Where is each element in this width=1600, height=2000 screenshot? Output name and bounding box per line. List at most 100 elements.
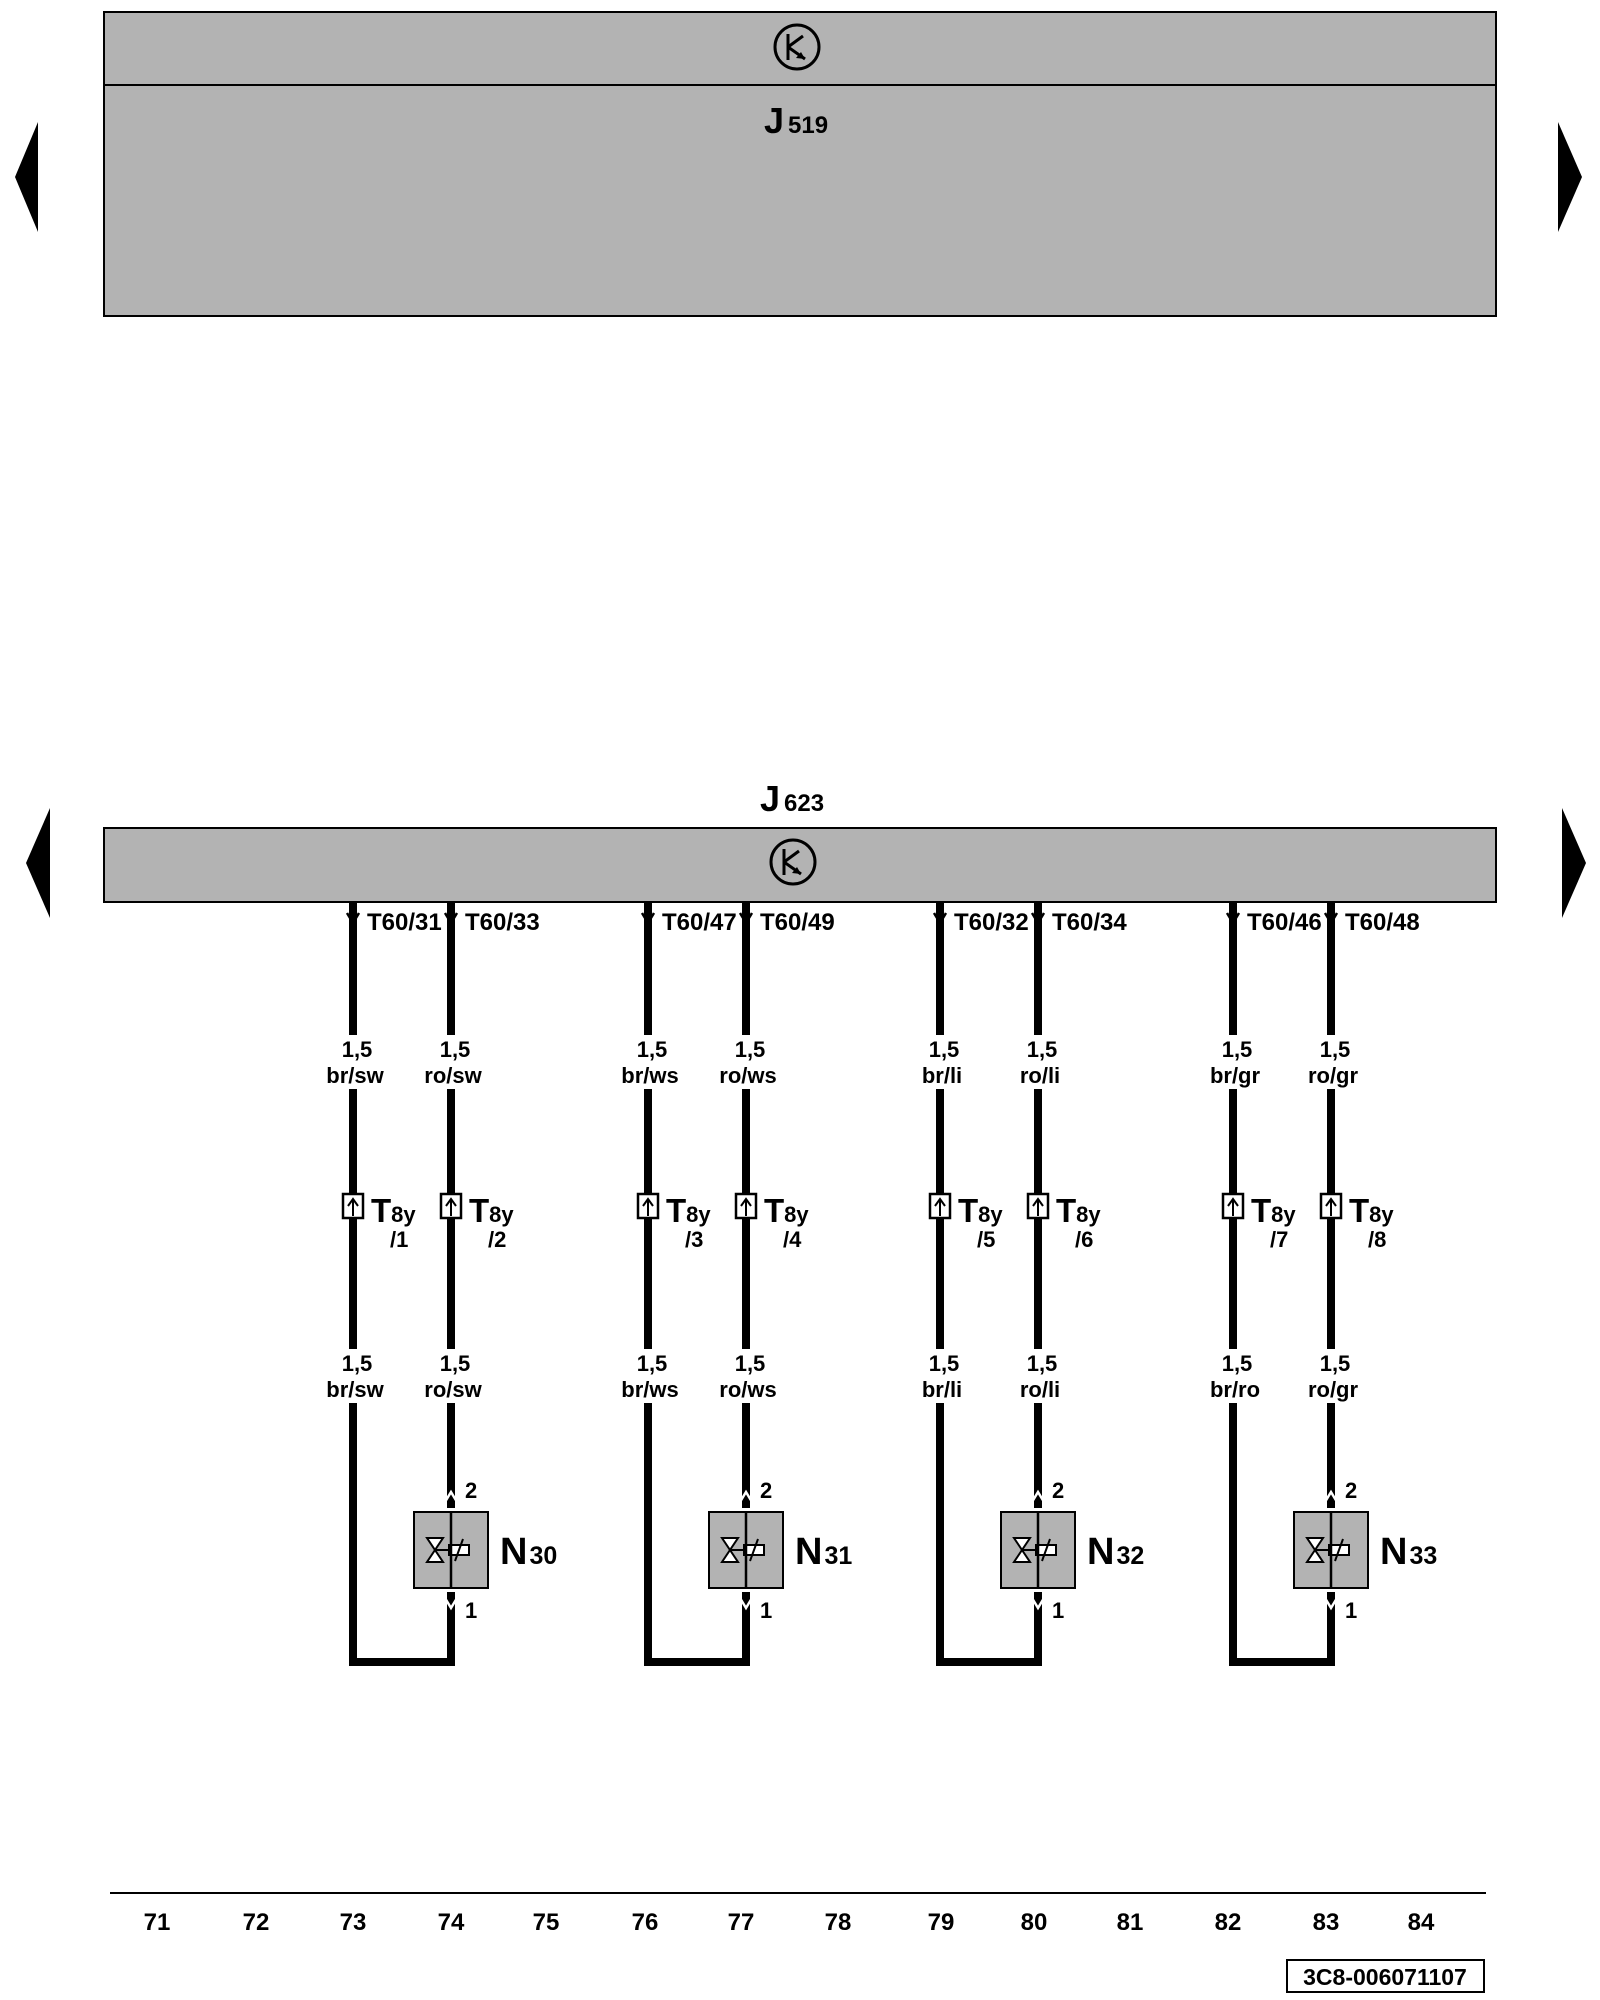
component-label: N31	[795, 1531, 852, 1573]
wire-color-label: br/ws	[621, 1063, 678, 1088]
terminal-label: 1	[1345, 1598, 1357, 1623]
wire-size-label: 1,5	[440, 1351, 471, 1376]
valve-icon	[1305, 1512, 1350, 1588]
terminal-arrow-icon	[738, 1597, 754, 1611]
pin-arrow-icon	[345, 912, 361, 926]
pin-arrow-icon	[640, 912, 656, 926]
column-number: 72	[243, 1909, 270, 1936]
column-number: 84	[1408, 1909, 1435, 1936]
column-number: 76	[632, 1909, 659, 1936]
connector-pin-label: /1	[390, 1227, 408, 1252]
wire-color-label: ro/gr	[1308, 1377, 1359, 1402]
connector-label: T8y	[1251, 1192, 1296, 1229]
terminal-arrow-icon	[443, 1489, 459, 1503]
terminal-label: 2	[760, 1478, 772, 1503]
pin-arrow-icon	[1030, 912, 1046, 926]
pin-label: T60/46	[1247, 909, 1322, 936]
wire-size-label: 1,5	[1222, 1037, 1253, 1062]
connector-pin-label: /5	[977, 1227, 995, 1252]
component-label: N32	[1087, 1531, 1144, 1573]
wire-color-label: br/sw	[326, 1063, 384, 1088]
wire-color-label: br/li	[922, 1063, 962, 1088]
connector-label: T8y	[1349, 1192, 1394, 1229]
wire-size-label: 1,5	[1027, 1351, 1058, 1376]
column-number: 74	[438, 1909, 465, 1936]
connector-label: T8y	[1056, 1192, 1101, 1229]
wire-color-label: ro/ws	[719, 1377, 776, 1402]
component-label: N33	[1380, 1531, 1437, 1573]
wire-color-label: ro/sw	[424, 1063, 482, 1088]
pin-label: T60/49	[760, 909, 835, 936]
column-number: 83	[1313, 1909, 1340, 1936]
wire-color-label: ro/sw	[424, 1377, 482, 1402]
terminal-arrow-icon	[1323, 1597, 1339, 1611]
column-number: 82	[1215, 1909, 1242, 1936]
wire-left	[644, 903, 750, 1666]
connector-pin-label: /3	[685, 1227, 703, 1252]
triangle-right-icon[interactable]	[1562, 808, 1586, 918]
valve-icon	[720, 1512, 765, 1588]
connector-pin-label: /6	[1075, 1227, 1093, 1252]
connector-label: T8y	[764, 1192, 809, 1229]
pin-label: T60/31	[367, 909, 442, 936]
wire-size-label: 1,5	[735, 1037, 766, 1062]
pin-arrow-icon	[738, 912, 754, 926]
wire-size-label: 1,5	[342, 1351, 373, 1376]
triangle-left-icon[interactable]	[15, 122, 38, 232]
pin-label: T60/48	[1345, 909, 1420, 936]
wire-size-label: 1,5	[440, 1037, 471, 1062]
wire-size-label: 1,5	[1320, 1351, 1351, 1376]
valve-icon	[425, 1512, 470, 1588]
column-number: 77	[728, 1909, 755, 1936]
wire-size-label: 1,5	[1222, 1351, 1253, 1376]
pin-arrow-icon	[1225, 912, 1241, 926]
wire-color-label: br/gr	[1210, 1063, 1261, 1088]
column-number: 79	[928, 1909, 955, 1936]
terminal-label: 2	[1052, 1478, 1064, 1503]
terminal-arrow-icon	[443, 1597, 459, 1611]
wire-size-label: 1,5	[929, 1351, 960, 1376]
wire-color-label: ro/ws	[719, 1063, 776, 1088]
wire-color-label: br/ws	[621, 1377, 678, 1402]
wire-size-label: 1,5	[735, 1351, 766, 1376]
pin-label: T60/34	[1052, 909, 1127, 936]
component-label: N30	[500, 1531, 557, 1573]
triangle-right-icon[interactable]	[1558, 122, 1582, 232]
terminal-arrow-icon	[1030, 1597, 1046, 1611]
wire-color-label: ro/li	[1020, 1063, 1060, 1088]
wire-size-label: 1,5	[1320, 1037, 1351, 1062]
triangle-left-icon[interactable]	[26, 808, 50, 918]
wire-size-label: 1,5	[637, 1037, 668, 1062]
connector-label: T8y	[666, 1192, 711, 1229]
column-number: 81	[1117, 1909, 1144, 1936]
connector-label: T8y	[958, 1192, 1003, 1229]
pin-label: T60/33	[465, 909, 540, 936]
column-number: 71	[144, 1909, 171, 1936]
terminal-arrow-icon	[1030, 1489, 1046, 1503]
wire-size-label: 1,5	[637, 1351, 668, 1376]
wire-left	[1229, 903, 1335, 1666]
pin-arrow-icon	[443, 912, 459, 926]
terminal-label: 2	[1345, 1478, 1357, 1503]
column-number: 78	[825, 1909, 852, 1936]
valve-icon	[1012, 1512, 1057, 1588]
terminal-arrow-icon	[1323, 1489, 1339, 1503]
connector-label: T8y	[469, 1192, 514, 1229]
terminal-label: 2	[465, 1478, 477, 1503]
wire-color-label: br/ro	[1210, 1377, 1260, 1402]
connector-pin-label: /2	[488, 1227, 506, 1252]
connector-pin-label: /4	[783, 1227, 802, 1252]
connector-pin-label: /7	[1270, 1227, 1288, 1252]
pin-label: T60/32	[954, 909, 1029, 936]
